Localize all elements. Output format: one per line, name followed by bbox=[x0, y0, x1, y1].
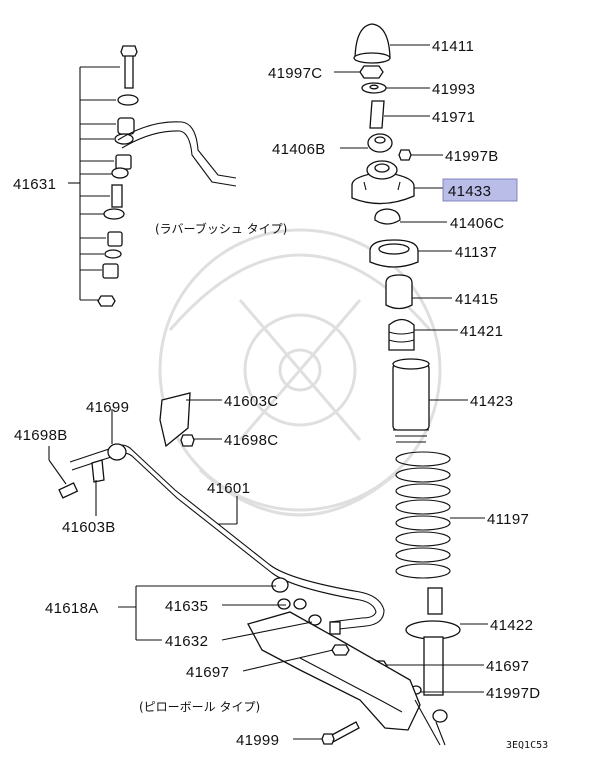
part-41137[interactable] bbox=[369, 239, 419, 268]
note-pillow-ball-type: (ピローボール タイプ) bbox=[139, 700, 260, 714]
label-41993[interactable]: 41993 bbox=[432, 81, 475, 98]
label-41422[interactable]: 41422 bbox=[490, 617, 533, 634]
part-41997C[interactable] bbox=[359, 65, 384, 79]
label-41999[interactable]: 41999 bbox=[236, 732, 279, 749]
label-41698B[interactable]: 41698B bbox=[14, 427, 68, 444]
label-41699[interactable]: 41699 bbox=[86, 399, 129, 416]
label-41197[interactable]: 41197 bbox=[487, 511, 529, 528]
label-41423[interactable]: 41423 bbox=[470, 393, 513, 410]
label-41137[interactable]: 41137 bbox=[455, 244, 497, 261]
part-41422[interactable] bbox=[405, 587, 461, 723]
watermark bbox=[158, 228, 442, 517]
label-41406C[interactable]: 41406C bbox=[450, 215, 504, 232]
part-41411[interactable] bbox=[354, 23, 391, 59]
label-41421[interactable]: 41421 bbox=[460, 323, 503, 340]
part-41971[interactable] bbox=[369, 100, 385, 129]
label-41635[interactable]: 41635 bbox=[165, 598, 208, 615]
leader-lines bbox=[48, 44, 488, 746]
label-41411[interactable]: 41411 bbox=[432, 38, 474, 55]
label-41433[interactable]: 41433 bbox=[448, 183, 491, 200]
label-41632[interactable]: 41632 bbox=[165, 633, 208, 650]
stabilizer-bar-assembly bbox=[58, 392, 421, 745]
label-41631[interactable]: 41631 bbox=[13, 176, 56, 193]
label-41603C[interactable]: 41603C bbox=[224, 393, 278, 410]
label-41997D[interactable]: 41997D bbox=[486, 685, 540, 702]
label-41997B[interactable]: 41997B bbox=[445, 148, 499, 165]
label-41618A[interactable]: 41618A bbox=[45, 600, 99, 617]
stabilizer-link-set bbox=[97, 45, 237, 307]
label-41698C[interactable]: 41698C bbox=[224, 432, 278, 449]
bracket-41631 bbox=[68, 66, 120, 301]
part-41415[interactable] bbox=[385, 274, 413, 310]
part-41997B[interactable] bbox=[398, 149, 412, 161]
highlight-box-41433 bbox=[442, 178, 518, 202]
label-41697-left[interactable]: 41697 bbox=[186, 664, 229, 681]
part-41406C[interactable] bbox=[374, 208, 401, 225]
strut-assembly bbox=[351, 23, 461, 723]
label-41697-right[interactable]: 41697 bbox=[486, 658, 529, 675]
label-41603B[interactable]: 41603B bbox=[62, 519, 116, 536]
label-41415[interactable]: 41415 bbox=[455, 291, 498, 308]
part-41197[interactable] bbox=[395, 451, 451, 579]
label-41601[interactable]: 41601 bbox=[207, 480, 250, 497]
part-41433[interactable] bbox=[351, 160, 415, 205]
part-41423[interactable] bbox=[392, 358, 430, 443]
label-41406B[interactable]: 41406B bbox=[272, 141, 326, 158]
note-rubber-bush-type: (ラバーブッシュ タイプ) bbox=[155, 221, 287, 236]
figure-code: 3EQ1C53 bbox=[506, 740, 548, 751]
labels: 41411 41997C 41993 41971 41406B 41997B 4… bbox=[13, 38, 548, 751]
label-41997C[interactable]: 41997C bbox=[268, 65, 322, 82]
part-41421[interactable] bbox=[388, 318, 415, 351]
label-41971[interactable]: 41971 bbox=[432, 109, 475, 126]
